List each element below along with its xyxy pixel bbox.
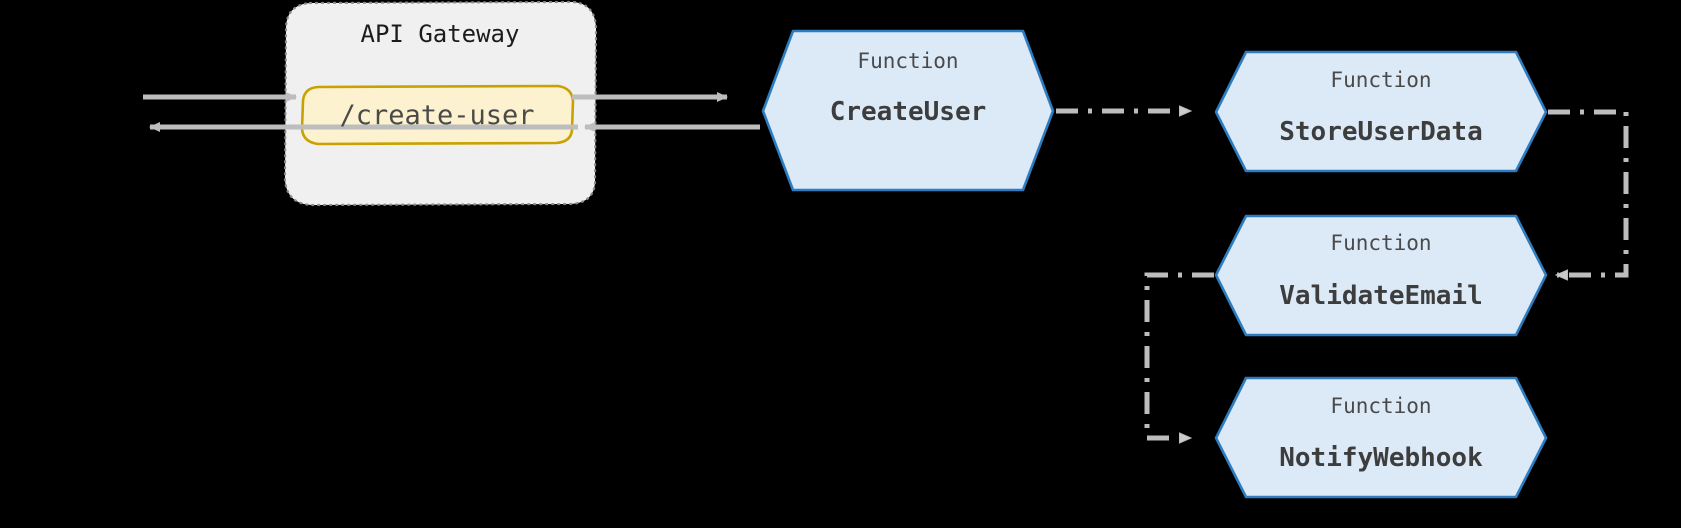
edge-store-to-validate — [1548, 109, 1629, 275]
node-store-user-data[interactable] — [1214, 50, 1548, 173]
node-create-user-route[interactable] — [300, 84, 575, 146]
node-validate-email[interactable] — [1214, 214, 1548, 337]
edge-validate-to-notify — [1144, 272, 1214, 438]
node-notify-webhook[interactable] — [1214, 376, 1548, 499]
node-create-user[interactable] — [761, 29, 1055, 192]
